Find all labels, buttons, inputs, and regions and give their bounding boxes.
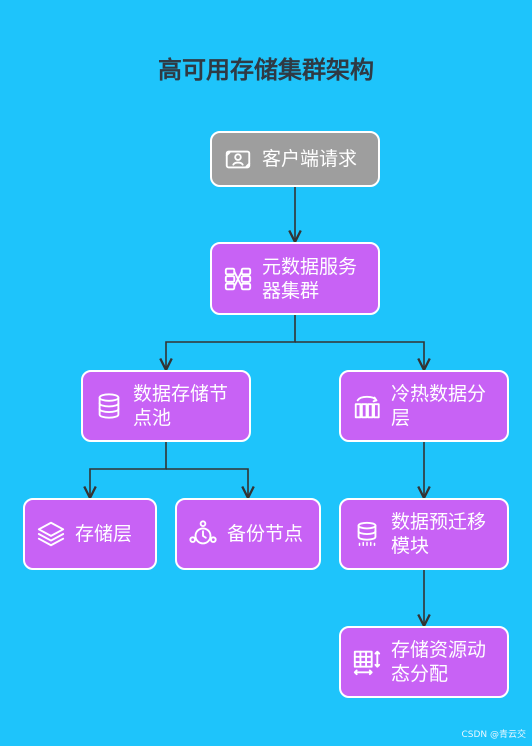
node-label: 元数据服务器集群 bbox=[262, 255, 358, 302]
node-backup[interactable]: 备份节点 bbox=[175, 498, 321, 570]
node-dynamic-allocation[interactable]: 存储资源动态分配 bbox=[339, 626, 509, 698]
node-client-request[interactable]: 客户端请求 bbox=[210, 131, 380, 187]
node-label: 冷热数据分层 bbox=[391, 383, 487, 429]
watermark: CSDN @青云交 bbox=[461, 730, 526, 740]
layers-icon bbox=[35, 518, 67, 550]
node-label: 存储层 bbox=[75, 523, 133, 545]
node-label: 存储资源动态分配 bbox=[391, 639, 487, 685]
node-data-storage-pool[interactable]: 数据存储节点池 bbox=[81, 370, 251, 442]
node-label: 备份节点 bbox=[227, 523, 304, 545]
node-label: 客户端请求 bbox=[262, 148, 358, 170]
edge-meta-tiering bbox=[295, 341, 424, 370]
tiering-bars-icon bbox=[351, 390, 383, 422]
edge-pool-backup bbox=[166, 468, 248, 498]
node-label: 数据存储节点池 bbox=[133, 383, 229, 429]
backup-node-icon bbox=[187, 518, 219, 550]
dynamic-allocation-icon bbox=[351, 646, 383, 678]
node-storage-layer[interactable]: 存储层 bbox=[23, 498, 157, 570]
database-migrate-icon bbox=[351, 518, 383, 550]
edge-meta-pool bbox=[166, 315, 296, 370]
client-request-icon bbox=[222, 143, 254, 175]
node-label: 数据预迁移模块 bbox=[391, 511, 487, 557]
node-metadata-server-cluster[interactable]: 元数据服务器集群 bbox=[210, 242, 380, 315]
node-data-premigration[interactable]: 数据预迁移模块 bbox=[339, 498, 509, 570]
page-title: 高可用存储集群架构 bbox=[158, 56, 374, 84]
database-icon bbox=[93, 390, 125, 422]
edge-pool-layer bbox=[90, 442, 167, 498]
node-hot-cold-tiering[interactable]: 冷热数据分层 bbox=[339, 370, 509, 442]
server-cluster-icon bbox=[222, 263, 254, 295]
